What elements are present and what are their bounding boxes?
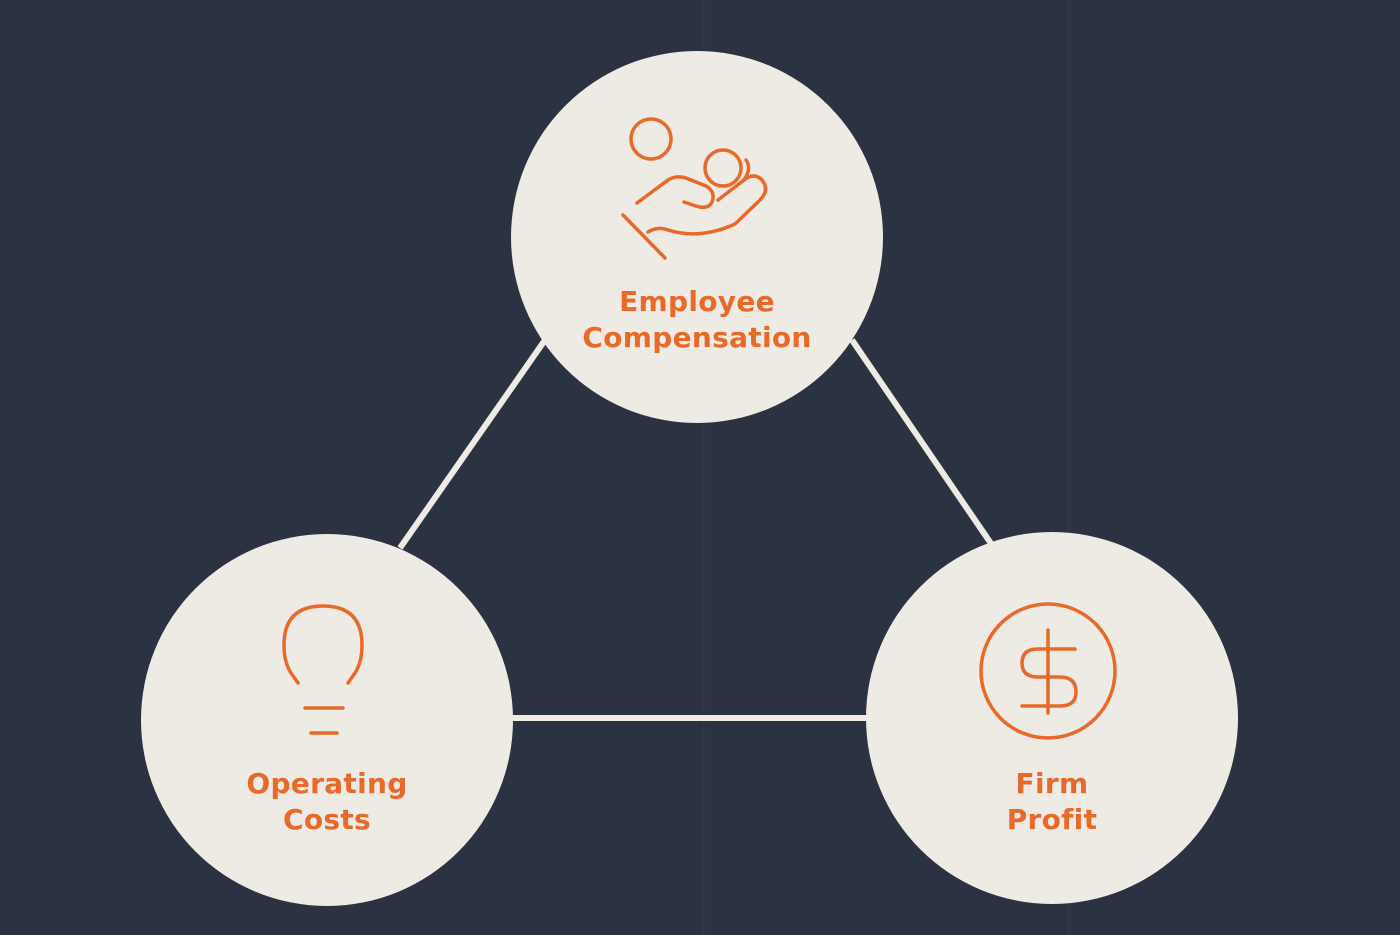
node-firm-profit (866, 532, 1238, 904)
label-line: Operating (246, 767, 408, 800)
connector-compensation-profit (849, 338, 995, 547)
hand-holding-coins-icon (621, 117, 768, 260)
label-firm-profit: Firm Profit (882, 766, 1222, 838)
connector-compensation-operating (397, 338, 548, 550)
dollar-circle-icon (979, 602, 1117, 740)
label-line: Profit (1006, 803, 1098, 836)
label-line: Costs (282, 803, 371, 836)
node-employee-compensation (511, 51, 883, 423)
label-line: Compensation (582, 321, 812, 354)
label-line: Employee (619, 285, 775, 318)
node-operating-costs (141, 534, 513, 906)
label-line: Firm (1015, 767, 1089, 800)
lightbulb-icon (282, 604, 364, 735)
label-operating-costs: Operating Costs (157, 766, 497, 838)
label-employee-compensation: Employee Compensation (527, 284, 867, 356)
